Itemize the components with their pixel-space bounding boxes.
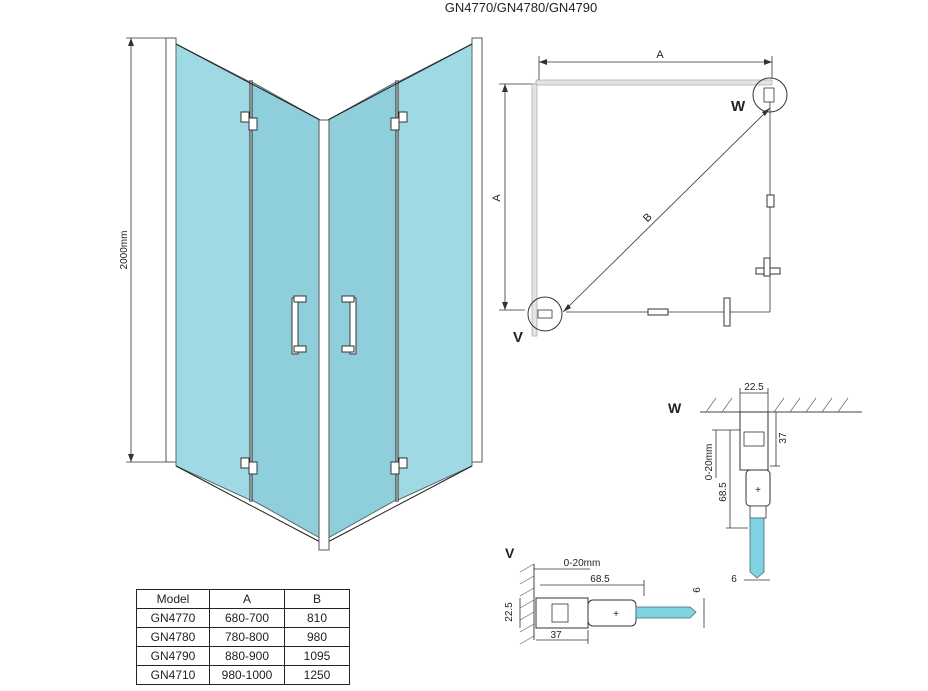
svg-text:68.5: 68.5 bbox=[718, 482, 729, 502]
left-outer-glass-panel bbox=[175, 43, 251, 501]
detail-v-glass bbox=[635, 606, 697, 619]
table-cell-b: 1250 bbox=[284, 665, 350, 685]
svg-text:22.5: 22.5 bbox=[744, 382, 764, 393]
plan-back-wall bbox=[535, 79, 773, 86]
svg-text:6: 6 bbox=[692, 587, 703, 593]
table-cell-b: 1095 bbox=[284, 646, 350, 666]
table-header-b: B bbox=[284, 589, 350, 609]
detail-v-circle bbox=[527, 296, 563, 332]
svg-text:0-20mm: 0-20mm bbox=[704, 444, 715, 481]
detail-w-glass bbox=[749, 517, 765, 579]
table-cell-a: 680-700 bbox=[209, 608, 285, 628]
table-cell-a: 880-900 bbox=[209, 646, 285, 666]
detail-v-title: V bbox=[505, 545, 515, 561]
table-header-model: Model bbox=[136, 589, 210, 609]
detail-w-wall-hatch bbox=[705, 397, 849, 413]
detail-w-circle bbox=[752, 77, 788, 113]
dim-b-label: B bbox=[641, 211, 655, 225]
table-cell-model: GN4790 bbox=[136, 646, 210, 666]
table-header-row: Model A B bbox=[136, 589, 350, 609]
table-cell-model: GN4710 bbox=[136, 665, 210, 685]
svg-text:37: 37 bbox=[550, 630, 562, 641]
table-row: GN4790 880-900 1095 bbox=[136, 646, 350, 666]
svg-text:22.5: 22.5 bbox=[504, 602, 515, 622]
plan-side-wall bbox=[531, 83, 538, 337]
left-wall-profile bbox=[165, 37, 177, 463]
svg-text:6: 6 bbox=[731, 574, 737, 585]
table-cell-a: 980-1000 bbox=[209, 665, 285, 685]
center-door-seal bbox=[318, 119, 330, 551]
plan-view: A A B W V bbox=[491, 49, 788, 346]
svg-text:0-20mm: 0-20mm bbox=[564, 558, 601, 569]
svg-text:68.5: 68.5 bbox=[590, 574, 610, 585]
dim-a-side-label: A bbox=[491, 194, 503, 202]
table-cell-model: GN4770 bbox=[136, 608, 210, 628]
door-handles bbox=[291, 295, 357, 355]
right-wall-profile bbox=[471, 37, 483, 463]
hinges bbox=[240, 111, 408, 475]
right-outer-glass-panel bbox=[397, 43, 473, 501]
detail-v-marker: V bbox=[513, 329, 523, 346]
table-cell-b: 980 bbox=[284, 627, 350, 647]
table-cell-a: 780-800 bbox=[209, 627, 285, 647]
right-door-glass-panel bbox=[327, 81, 397, 539]
detail-v-section: V 0-20mm 68.5 + 6 22.5 37 bbox=[504, 545, 705, 645]
detail-w-marker: W bbox=[731, 98, 746, 115]
table-row: GN4710 980-1000 1250 bbox=[136, 665, 350, 685]
diagonal-b-line bbox=[562, 107, 771, 313]
table-row: GN4770 680-700 810 bbox=[136, 608, 350, 628]
svg-text:+: + bbox=[613, 609, 619, 620]
height-label: 2000mm bbox=[119, 231, 130, 270]
dim-a-top-label: A bbox=[656, 49, 664, 61]
svg-text:+: + bbox=[755, 485, 761, 496]
table-header-a: A bbox=[209, 589, 285, 609]
detail-w-section: W 22.5 + 37 0-20mm 68.5 bbox=[668, 382, 862, 585]
drawing-title: GN4770/GN4780/GN4790 bbox=[445, 0, 597, 15]
table-cell-b: 810 bbox=[284, 608, 350, 628]
table-cell-model: GN4780 bbox=[136, 627, 210, 647]
svg-text:37: 37 bbox=[778, 432, 789, 444]
model-dimension-table: Model A B GN4770 680-700 810 GN4780 780-… bbox=[136, 589, 350, 685]
plan-fittings bbox=[647, 194, 781, 327]
detail-w-title: W bbox=[668, 400, 682, 416]
detail-v-hinge-block bbox=[587, 599, 637, 627]
detail-v-wall-hatch bbox=[519, 563, 535, 645]
table-row: GN4780 780-800 980 bbox=[136, 627, 350, 647]
left-door-glass-panel bbox=[251, 81, 321, 539]
front-view: 2000mm bbox=[119, 37, 483, 551]
